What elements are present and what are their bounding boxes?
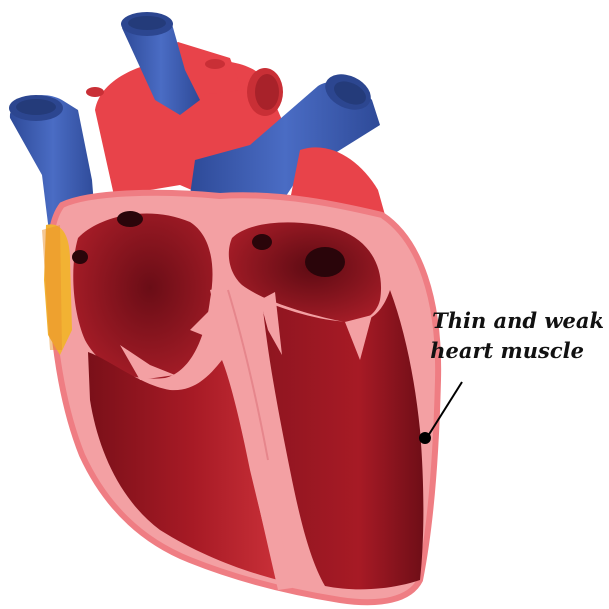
annotation-line-2: heart muscle: [430, 338, 584, 363]
annotation-line-1: Thin and weak: [432, 308, 604, 333]
coronary-sinus-opening: [72, 250, 88, 264]
vena-cava-opening: [117, 211, 143, 227]
pulmonary-vein-opening-2: [305, 247, 345, 277]
pulmonary-vein-opening-1: [252, 234, 272, 250]
